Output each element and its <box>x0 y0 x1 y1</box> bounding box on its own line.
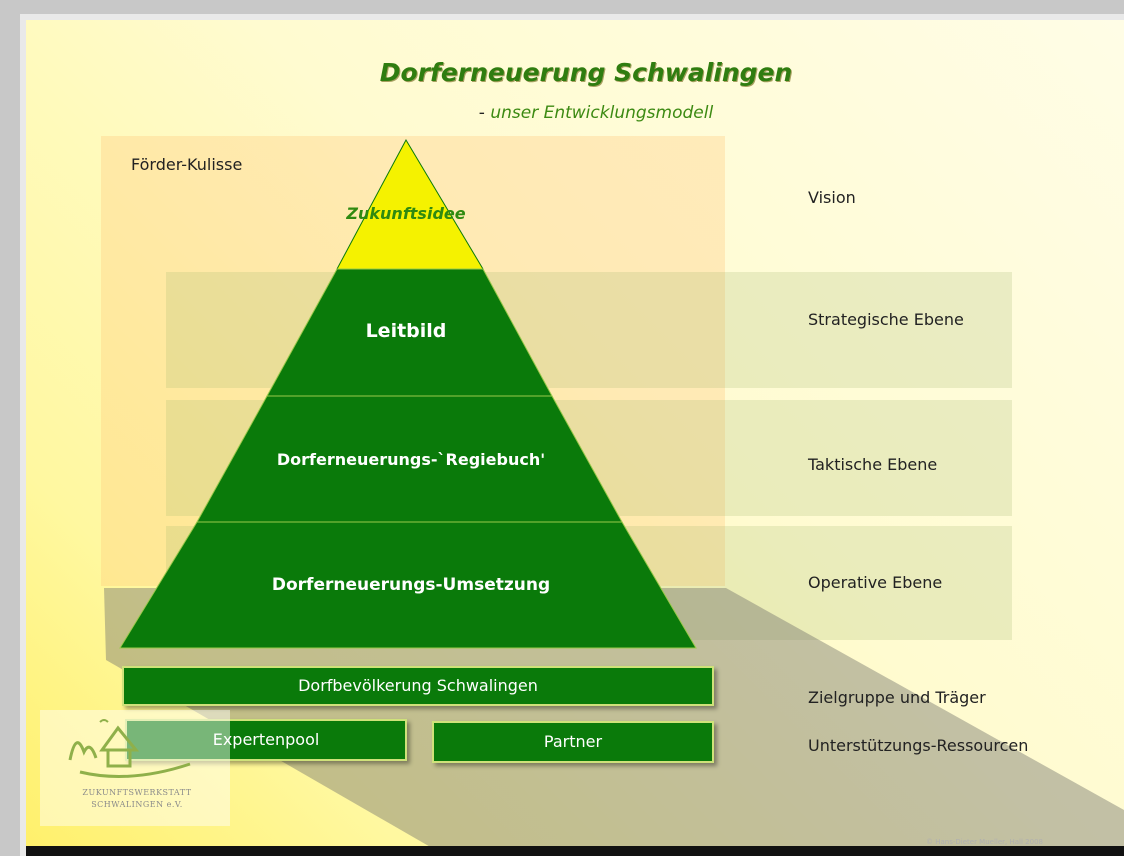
slide: Dorferneuerung Schwalingen - unser Entwi… <box>26 20 1124 856</box>
logo-icon <box>68 719 191 778</box>
population-bar: Dorfbevölkerung Schwalingen <box>122 666 714 706</box>
level-label-target-group: Zielgruppe und Träger <box>808 688 986 707</box>
slide-edge-top <box>20 14 1124 20</box>
pyramid-graphic <box>119 138 697 649</box>
foerder-kulisse-label: Förder-Kulisse <box>131 155 243 174</box>
subtitle-text: unser Entwicklungsmodell <box>490 103 714 123</box>
level-label-operative: Operative Ebene <box>808 573 943 592</box>
level-label-strategic: Strategische Ebene <box>808 310 964 329</box>
pyramid-level-1-label: Leitbild <box>365 320 447 342</box>
page-title: Dorferneuerung Schwalingen <box>379 58 793 87</box>
pyramid-apex-label: Zukunftsidee <box>346 204 466 223</box>
bottom-bar <box>26 846 1124 856</box>
level-label-vision: Vision <box>808 188 856 207</box>
pyramid-level-3-label: Dorferneuerungs-Umsetzung <box>271 575 551 595</box>
slide-edge-left <box>20 20 26 856</box>
expertenpool-bar: Expertenpool <box>125 719 407 761</box>
copyright-text: © Hans-Dieter Mueller, Hall 2008 <box>926 838 1043 846</box>
zukunftswerkstatt-logo <box>40 710 230 826</box>
subtitle-dash: - <box>478 103 485 123</box>
pyramid-level-2-label: Dorferneuerungs-`Regiebuch' <box>276 450 546 469</box>
pyramid-level-3 <box>119 521 697 649</box>
page-subtitle: - unser Entwicklungsmodell <box>431 103 761 123</box>
logo-text-line2: SCHWALINGEN e.V. <box>91 800 183 809</box>
level-label-support: Unterstützungs-Ressourcen <box>808 736 1029 755</box>
partner-bar: Partner <box>432 721 714 763</box>
logo-text-line1: ZUKUNFTSWERKSTATT <box>82 788 192 797</box>
level-label-tactical: Taktische Ebene <box>808 455 938 474</box>
